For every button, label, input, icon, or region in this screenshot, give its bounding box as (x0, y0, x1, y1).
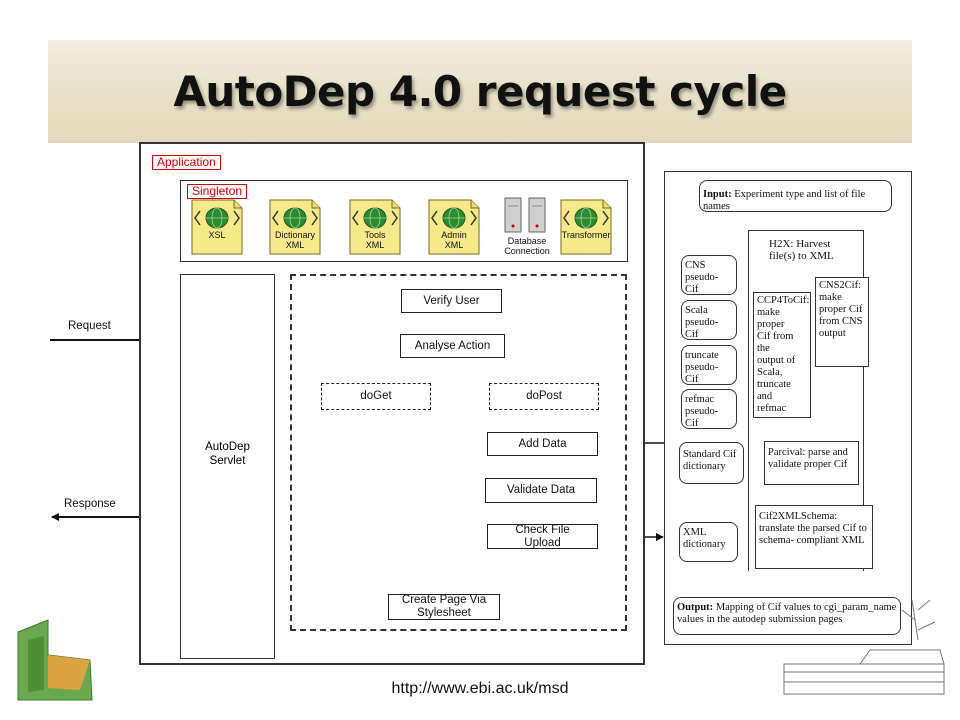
request-label: Request (68, 320, 111, 332)
create-page-box: Create Page Via Stylesheet (388, 594, 500, 620)
component-label: Dictionary XML (274, 230, 315, 250)
parcival-box: Parcival: parse and validate proper Cif (764, 441, 859, 485)
add-data-box: Add Data (487, 432, 598, 456)
component-4: Database Connection (498, 196, 556, 256)
component-1: Dictionary XML (266, 196, 324, 256)
globe-document-icon (560, 199, 612, 255)
scala-pseudo-box: Scala pseudo- Cif (681, 300, 737, 340)
singleton-frame (180, 180, 628, 262)
doget-box: doGet (321, 383, 431, 410)
response-label: Response (64, 498, 116, 510)
input-heading: Input: (703, 189, 732, 200)
globe-document-icon (269, 199, 321, 255)
application-label: Application (152, 155, 221, 170)
input-text: Experiment type and list of file names (703, 189, 866, 212)
component-label: Admin XML (441, 230, 467, 250)
component-label: Tools XML (364, 230, 386, 250)
globe-document-icon (428, 199, 480, 255)
msd-logo (17, 619, 93, 701)
component-5: Transformer (557, 196, 615, 256)
servlet-box (180, 274, 275, 659)
output-heading: Output: (677, 602, 714, 613)
cif2xml-box: Cif2XMLSchema: translate the parsed Cif … (755, 505, 873, 569)
analyse-action-box: Analyse Action (400, 334, 505, 358)
globe-document-icon (349, 199, 401, 255)
input-box: Input: Experiment type and list of file … (699, 180, 892, 212)
singleton-label: Singleton (187, 184, 248, 199)
building-icon (783, 599, 945, 695)
h2x-box: H2X: Harvest file(s) to XML (750, 230, 861, 270)
component-2: Tools XML (346, 196, 404, 256)
component-label: XSL (208, 230, 226, 240)
flow-region (290, 274, 627, 631)
title-banner: AutoDep 4.0 request cycle (48, 40, 912, 143)
cns2cif-box: CNS2Cif: make proper Cif from CNS output (815, 277, 869, 367)
standard-cif-box: Standard Cif dictionary (679, 442, 744, 484)
h2x-label: H2X: Harvest file(s) to XML (769, 238, 834, 262)
validate-data-box: Validate Data (485, 478, 597, 503)
output-text: Mapping of Cif values to cgi_param_name … (677, 602, 897, 625)
verify-user-box: Verify User (401, 289, 502, 313)
page-title: AutoDep 4.0 request cycle (173, 67, 787, 116)
database-server-icon (504, 197, 546, 233)
cns-pseudo-box: CNS pseudo- Cif (681, 255, 737, 295)
component-label: Transformer (561, 230, 611, 240)
component-3: Admin XML (425, 196, 483, 256)
output-box: Output: Mapping of Cif values to cgi_par… (673, 597, 901, 635)
dopost-box: doPost (489, 383, 599, 410)
ccp4tocif-box: CCP4ToCif: make proper Cif from the outp… (753, 292, 811, 418)
component-label: Database Connection (504, 236, 550, 256)
globe-document-icon (191, 199, 243, 255)
footer-url[interactable]: http://www.ebi.ac.uk/msd (391, 680, 569, 697)
xml-dictionary-box: XML dictionary (679, 522, 738, 562)
component-0: XSL (188, 196, 246, 256)
truncate-pseudo-box: truncate pseudo- Cif (681, 345, 737, 385)
check-file-upload-box: Check File Upload (487, 524, 598, 549)
servlet-label: AutoDep Servlet (205, 441, 250, 467)
h2x-frame (748, 230, 864, 571)
refmac-pseudo-box: refmac pseudo- Cif (681, 389, 737, 429)
